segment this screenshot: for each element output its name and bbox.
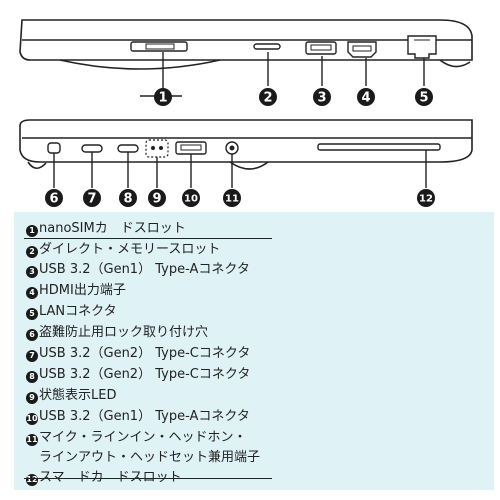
legend-number-2: 2 [26,246,38,258]
security-lock-hole [47,142,61,154]
marker-7-label: 7 [87,192,96,207]
legend-number-5: 5 [26,308,38,320]
marker-6-label: 6 [49,192,58,207]
marker-7: 7 [83,189,101,207]
laptop-side-view-diagram: 1 2 3 4 5 6 7 8 9 10 11 12 [19,19,473,207]
hdmi-port [347,41,377,58]
marker-9-label: 9 [152,192,161,207]
usb-c-port-2 [117,144,139,153]
legend-item-12: 12スマ ドカ ドスロット [26,469,182,486]
marker-9: 9 [148,189,166,207]
marker-8: 8 [119,189,137,207]
legend-text-4: HDMI出力端子 [39,283,126,298]
marker-12-label: 12 [419,194,433,205]
usb-a-port-top [305,41,337,55]
legend-number-4: 4 [26,287,38,299]
marker-1: 1 [154,88,172,106]
legend-number-11: 11 [26,434,38,446]
marker-4: 4 [357,88,375,106]
legend-text-6: 盗難防止用ロック取り付け穴 [39,325,209,340]
marker-2-label: 2 [263,91,272,106]
legend-text-11-line2: ラインアウト・ヘッドセット兼用端子 [39,450,261,465]
marker-12: 12 [417,189,435,207]
leader-lines-bottom [53,150,427,188]
legend-text-12: スマ ドカ ドスロット [39,470,182,485]
legend-number-1: 1 [26,225,38,237]
marker-10-label: 10 [184,194,198,205]
legend-item-11-continued: ラインアウト・ヘッドセット兼用端子 [26,449,260,466]
legend-item-11: 11マイク・ラインイン・ヘッドホン・ [26,429,246,446]
legend-number-10: 10 [26,413,38,425]
marker-10: 10 [182,189,200,207]
marker-3-label: 3 [317,91,326,106]
legend-number-3: 3 [26,266,38,278]
usb-a-port-bottom [175,141,207,155]
legend-text-9: 状態表示LED [39,388,117,403]
marker-1-label: 1 [158,91,167,106]
memory-slot [253,43,281,50]
laptop-right-side-view [19,19,473,70]
divider-line-bottom [24,478,272,479]
legend-number-9: 9 [26,392,38,404]
legend-text-3: USB 3.2（Gen1） Type-Aコネクタ [39,262,250,277]
legend-text-5: LANコネクタ [39,304,117,319]
number-markers: 1 2 3 4 5 6 7 8 9 10 11 12 [45,88,435,207]
legend-text-1: nanoSIMカ ドスロット [39,221,186,236]
smart-card-slot [317,143,441,151]
legend-text-11: マイク・ラインイン・ヘッドホン・ [39,430,247,445]
legend-text-2: ダイレクト・メモリースロット [39,242,221,257]
divider-line-top [24,238,272,239]
marker-3: 3 [313,88,331,106]
marker-5-label: 5 [419,91,428,106]
audio-jack [225,141,239,155]
leader-lines-top [140,52,425,97]
lan-port [407,35,437,59]
legend-number-12: 12 [26,474,38,486]
legend-text-8: USB 3.2（Gen2） Type-Cコネクタ [39,367,251,382]
legend-number-6: 6 [26,329,38,341]
marker-4-label: 4 [361,91,370,106]
legend-text-10: USB 3.2（Gen1） Type-Aコネクタ [39,409,250,424]
marker-11-label: 11 [225,194,239,205]
nanosim-slot [130,41,188,52]
legend-number-8: 8 [26,371,38,383]
legend-number-7: 7 [26,350,38,362]
marker-11: 11 [223,189,241,207]
legend-text-7: USB 3.2（Gen2） Type-Cコネクタ [39,346,251,361]
marker-6: 6 [45,189,63,207]
usb-c-port-1 [81,144,103,153]
marker-8-label: 8 [123,192,132,207]
legend-item-10: 10USB 3.2（Gen1） Type-Aコネクタ [26,408,250,425]
marker-5: 5 [415,88,433,106]
marker-2: 2 [259,88,277,106]
